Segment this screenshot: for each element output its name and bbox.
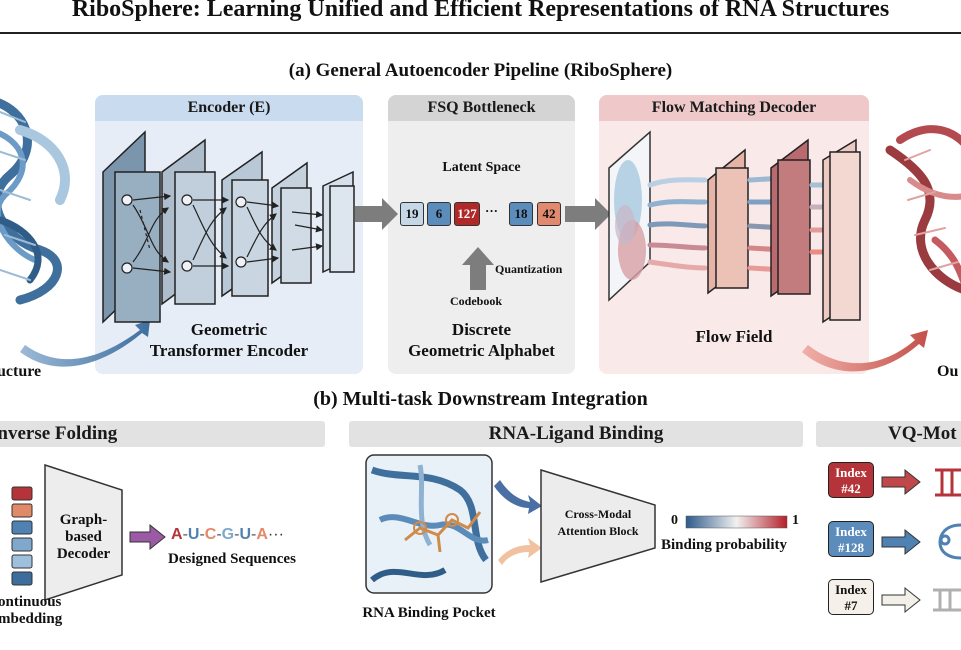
bottleneck-caption-line2: Geometric Alphabet — [408, 341, 555, 360]
decoder-layer-3 — [822, 138, 861, 324]
graph-decoder-line2: based — [65, 529, 102, 545]
bottleneck-header: FSQ Bottleneck — [388, 95, 575, 121]
vq-motif-header: VQ-Mot — [816, 421, 961, 447]
input-arrow — [20, 320, 150, 367]
decoder-layer-1 — [707, 148, 749, 295]
encoder-node-graphs — [121, 193, 324, 275]
attention-block-line1: Cross-Modal — [564, 507, 632, 521]
input-label: ucture — [0, 363, 42, 380]
bottleneck-panel: FSQ Bottleneck — [388, 95, 575, 374]
motif-blue-shape — [938, 523, 961, 560]
seq-sep-2: - — [199, 526, 205, 543]
motif-index-7: Index #7 — [828, 579, 874, 615]
motif-index-128: Index #128 — [828, 521, 874, 557]
decoder-caption: Flow Field — [695, 327, 773, 346]
embedding-label-line2: mbedding — [0, 611, 63, 627]
pocket-to-attention-arrow-bottom — [498, 538, 542, 565]
graph-decoder-line1: Graph- — [59, 512, 108, 528]
quantization-label: Quantization — [495, 262, 563, 276]
motif-grey-shape — [933, 588, 961, 612]
latent-token-5: 18 — [509, 202, 533, 226]
seq-nt-1: A — [171, 526, 183, 543]
motif-index-7-label: Index — [835, 582, 867, 597]
embedding-label-line1: ontinuous — [0, 594, 62, 610]
pocket-caption: RNA Binding Pocket — [362, 605, 496, 621]
output-rna-structure — [885, 125, 961, 294]
graph-decoder-shape — [44, 463, 123, 602]
scale-min-label: 0 — [671, 513, 678, 528]
latent-token-3: 127 — [454, 202, 480, 226]
motif-index-42-label: Index — [835, 465, 867, 480]
encoder-to-bottleneck-arrow — [355, 198, 398, 230]
motif-index-128-value: #128 — [838, 540, 864, 555]
decoder-layer-2 — [770, 138, 811, 298]
graph-decoder-line3: Decoder — [56, 546, 111, 562]
encoder-caption-line2: Transformer Encoder — [149, 341, 309, 360]
bottleneck-to-decoder-arrow — [565, 198, 611, 230]
motif-arrow-1 — [881, 468, 921, 496]
latent-token-2: 6 — [427, 202, 451, 226]
seq-sep-1: - — [182, 526, 188, 543]
inverse-folding-arrow — [129, 523, 166, 551]
designed-sequence: A-U-C-G-U-A··· — [171, 526, 284, 544]
latent-token-6: 42 — [537, 202, 561, 226]
seq-nt-6: A — [256, 526, 268, 543]
decoder-header: Flow Matching Decoder — [599, 95, 869, 121]
title-rule — [0, 32, 961, 34]
attention-block-line2: Attention Block — [557, 524, 639, 538]
binding-pocket-image — [365, 454, 493, 594]
motif-index-7-value: #7 — [844, 598, 858, 613]
noise-distribution — [608, 130, 651, 302]
output-label: Ou — [937, 363, 959, 380]
seq-sep-3: - — [216, 526, 222, 543]
codebook-label: Codebook — [450, 294, 503, 308]
encoder-header: Encoder (E) — [95, 95, 363, 121]
input-rna-structure — [0, 98, 70, 305]
seq-nt-4: G — [221, 526, 235, 543]
binding-probability-label: Binding probability — [661, 537, 788, 553]
scale-max-label: 1 — [792, 513, 799, 528]
attention-block-shape — [540, 468, 656, 584]
inverse-folding-header: Inverse Folding — [0, 421, 325, 447]
output-arrow — [802, 330, 928, 372]
figure-title: RiboSphere: Learning Unified and Efficie… — [71, 0, 890, 22]
seq-sep-5: - — [251, 526, 257, 543]
embedding-stack — [11, 486, 33, 586]
binding-probability-scale — [685, 515, 788, 529]
ligand-binding-header: RNA-Ligand Binding — [349, 421, 803, 447]
latent-token-ellipsis: ··· — [485, 203, 499, 218]
pocket-to-attention-arrow-top — [494, 480, 542, 514]
latent-token-1: 19 — [400, 202, 424, 226]
motif-index-128-label: Index — [835, 524, 867, 539]
designed-sequences-caption: Designed Sequences — [168, 551, 296, 567]
encoder-caption-line1: Geometric — [190, 320, 268, 339]
motif-red-shape — [935, 468, 961, 497]
section-b-title: (b) Multi-task Downstream Integration — [313, 388, 648, 410]
quantization-arrow — [462, 247, 494, 290]
motif-index-42-value: #42 — [841, 481, 861, 496]
seq-nt-5: U — [239, 526, 252, 543]
seq-nt-2: U — [187, 526, 200, 543]
seq-ellipsis: ··· — [267, 526, 284, 543]
motif-arrow-2 — [881, 528, 921, 556]
latent-space-label: Latent Space — [442, 160, 521, 175]
seq-sep-4: - — [234, 526, 240, 543]
motif-index-42: Index #42 — [828, 462, 874, 498]
motif-arrow-3 — [881, 586, 921, 614]
flow-arrows-1 — [647, 177, 708, 271]
bottleneck-caption-line1: Discrete — [451, 320, 512, 339]
section-a-title: (a) General Autoencoder Pipeline (RiboSp… — [288, 60, 673, 81]
seq-nt-3: C — [204, 526, 217, 543]
